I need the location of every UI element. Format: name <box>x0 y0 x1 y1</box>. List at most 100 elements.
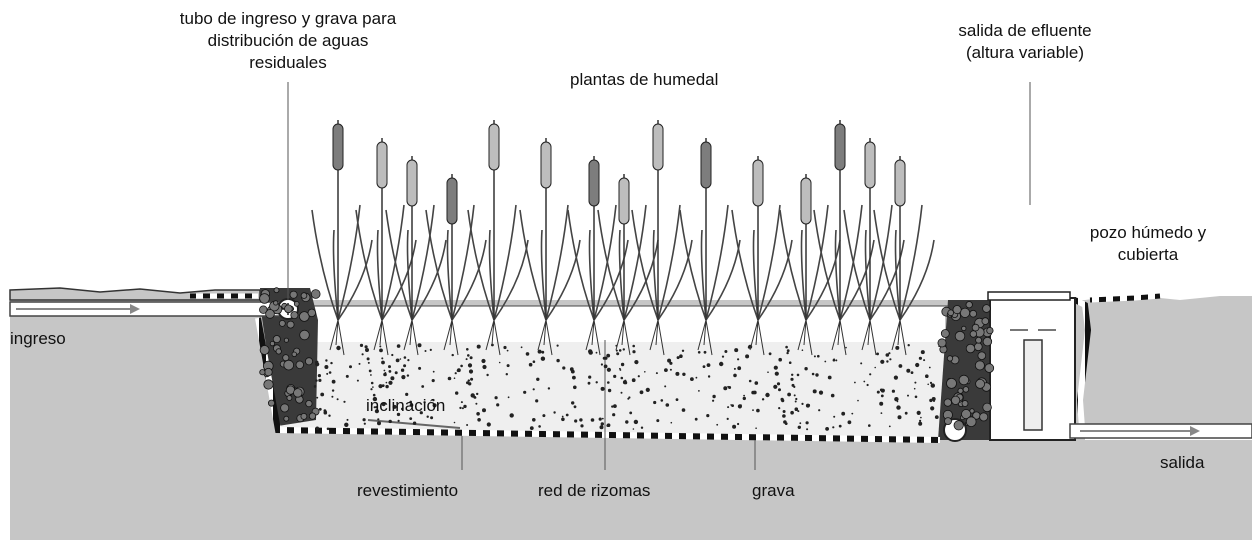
gravel-dot <box>681 349 685 352</box>
gravel-dot <box>707 375 711 378</box>
gravel-dot <box>728 386 732 389</box>
outlet-arrowhead <box>1190 426 1200 436</box>
gravel-dot <box>378 384 383 389</box>
gravel-dot <box>328 414 331 417</box>
gravel-dot <box>565 413 569 417</box>
gravel-dot <box>655 372 658 375</box>
gravel-dot <box>381 357 384 360</box>
inlet-label: ingreso <box>10 329 66 348</box>
gravel-dot <box>791 383 795 387</box>
gravel-dot <box>600 422 604 426</box>
gravel-dot <box>907 344 910 347</box>
gravel-dot <box>927 383 929 386</box>
gravel-dot <box>801 349 804 352</box>
gravel-dot <box>790 410 794 415</box>
gravel-dot <box>745 354 750 359</box>
inlet-pipe-label-line1: tubo de ingreso y grava para <box>179 9 397 28</box>
gravel-stone <box>283 415 290 422</box>
gravel-dot <box>669 368 672 371</box>
gravel-stone <box>975 336 982 344</box>
gravel-dot <box>721 355 725 358</box>
gravel-stone <box>969 330 978 338</box>
gravel-dot <box>664 385 667 388</box>
cattail-leaves <box>731 204 793 321</box>
gravel-dot <box>432 398 435 402</box>
cattail-head <box>864 141 876 189</box>
gravel-dot <box>419 411 423 415</box>
gravel-dot <box>574 419 578 423</box>
gravel-dot <box>904 411 908 415</box>
gravel-dot <box>349 365 352 369</box>
gravel-dot <box>477 418 481 422</box>
gravel-dot <box>607 388 612 393</box>
gravel-dot <box>818 390 824 395</box>
gravel-dot <box>429 348 432 351</box>
gravel-stone <box>259 369 266 376</box>
gravel-dot <box>412 421 417 425</box>
gravel-dot <box>733 373 737 378</box>
gravel-dot <box>463 404 467 409</box>
rhizome-roots <box>443 319 459 356</box>
gravel-dot <box>381 360 385 365</box>
gravel-dot <box>767 371 769 374</box>
gravel-dot <box>466 424 469 426</box>
gravel-dot <box>400 368 405 372</box>
variable-height-outlet <box>1023 339 1043 431</box>
gravel-dot <box>318 378 322 382</box>
gravel-dot <box>358 362 361 365</box>
gravel-dot <box>845 346 847 349</box>
cattail-head <box>488 123 500 171</box>
gravel-dot <box>403 356 407 359</box>
gravel-dot <box>363 422 366 425</box>
gravel-dot <box>385 381 388 384</box>
gravel-dot <box>640 426 644 429</box>
gravel-dot <box>702 365 706 368</box>
gravel-dot <box>832 426 835 429</box>
gravel-stone <box>961 409 972 420</box>
gravel-dot <box>336 398 339 401</box>
gravel-dot <box>698 390 700 392</box>
gravel-dot <box>572 375 576 380</box>
gravel-stone <box>944 417 952 426</box>
gravel-dot <box>407 359 410 362</box>
gravel-dot <box>934 415 939 419</box>
gravel-dot <box>797 425 801 429</box>
gravel-dot <box>916 410 921 415</box>
gravel-dot <box>476 412 480 416</box>
gravel-dot <box>794 407 799 412</box>
rhizome-roots <box>697 319 713 356</box>
gravel-dot <box>573 405 577 409</box>
gravel-dot <box>385 384 389 389</box>
gravel-dot <box>532 418 536 422</box>
cattail-head <box>752 159 764 207</box>
gravel-stone <box>310 289 321 299</box>
gravel-dot <box>690 377 694 381</box>
gravel-dot <box>786 351 789 355</box>
gravel-dot <box>682 372 686 376</box>
gravel-dot <box>356 379 359 382</box>
gravel-dot <box>812 389 817 394</box>
gravel-dot <box>532 388 535 391</box>
cattail-head <box>652 123 664 171</box>
rhizome-roots <box>649 319 665 356</box>
gravel-dot <box>316 396 319 399</box>
gravel-stone <box>979 412 989 422</box>
cattail-head <box>800 177 812 225</box>
gravel-dot <box>930 406 935 411</box>
gravel-dot <box>391 353 394 357</box>
gravel-dot <box>624 381 628 385</box>
gravel-dot <box>768 352 772 356</box>
gravel-dot <box>326 372 329 375</box>
gravel-dot <box>773 365 778 370</box>
gravel-dot <box>783 420 787 424</box>
gravel-dot <box>470 393 475 398</box>
gravel-dot <box>868 424 871 427</box>
gravel-dot <box>645 387 650 392</box>
gravel-dot <box>906 368 911 373</box>
rhizome-roots <box>537 319 553 356</box>
gravel-dot <box>606 424 609 427</box>
cattail-leaves <box>385 204 447 321</box>
gravel-dot <box>336 345 341 351</box>
gravel-dot <box>619 369 622 371</box>
